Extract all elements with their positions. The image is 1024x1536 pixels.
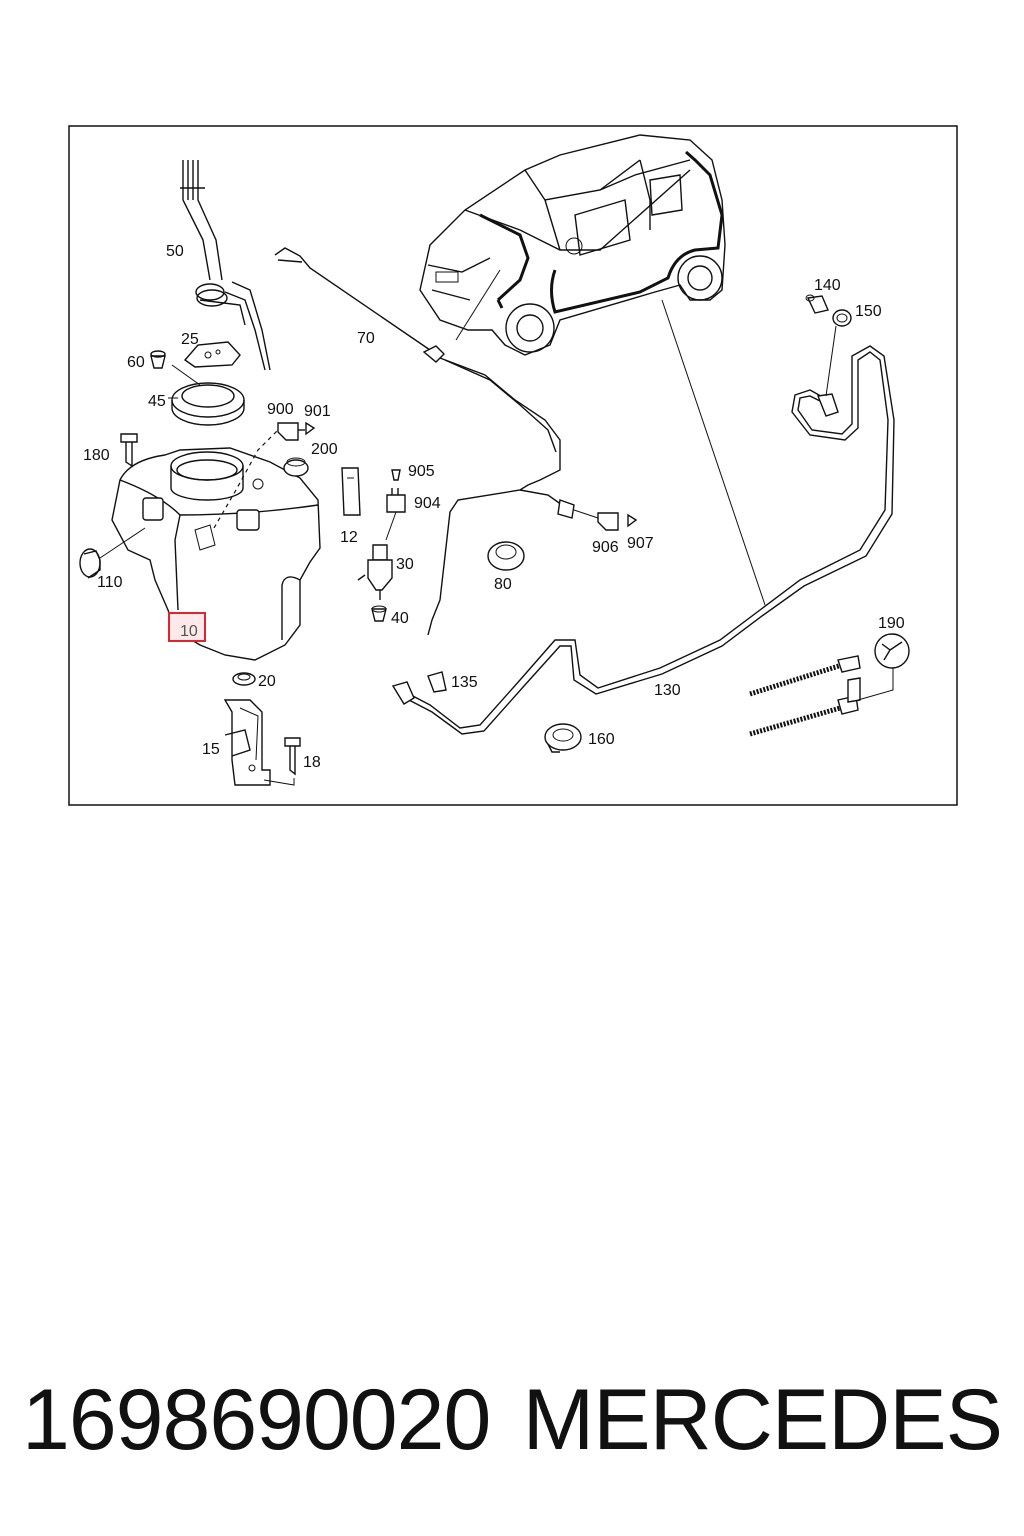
parts-diagram: 50 25 60 45 180 110 20 15 18 900 901 200…	[68, 125, 958, 806]
callout-200: 200	[311, 441, 338, 458]
bolt-18	[263, 737, 301, 786]
clip-160	[544, 723, 582, 753]
part-number: 1698690020	[22, 1372, 491, 1468]
highlighted-callout[interactable]: 10	[168, 612, 206, 642]
pin-905	[391, 469, 401, 481]
hose-190	[749, 655, 861, 737]
callout-30: 30	[396, 556, 414, 573]
callout-15: 15	[202, 741, 220, 758]
seal-strip-12	[341, 467, 361, 516]
caption-bar: 1698690020 MERCEDES	[0, 1370, 1024, 1470]
callout-25: 25	[181, 331, 199, 348]
connector-904	[386, 488, 406, 513]
wrench-icon	[857, 633, 910, 701]
callout-12: 12	[340, 529, 358, 546]
seal-20	[232, 672, 256, 686]
connector-140	[805, 294, 829, 314]
callout-901: 901	[304, 403, 331, 420]
connector-900	[277, 422, 305, 441]
clip-part-60	[150, 350, 166, 369]
hose-130	[408, 345, 895, 735]
callout-18: 18	[303, 754, 321, 771]
pin-907	[627, 513, 638, 528]
clip-150	[832, 309, 852, 327]
grommet-200	[283, 457, 309, 477]
brand-name: MERCEDES	[522, 1372, 1003, 1468]
washer-pump-30	[357, 544, 393, 600]
callout-160: 160	[588, 731, 615, 748]
diagram-frame	[68, 125, 958, 806]
callout-180: 180	[83, 447, 110, 464]
grommet-part	[171, 382, 245, 426]
callout-150: 150	[855, 303, 882, 320]
filler-neck-part	[180, 160, 271, 371]
connector-906	[597, 512, 619, 531]
grommet-80	[487, 541, 525, 571]
callout-labels: 50 25 60 45 180 110 20 15 18 900 901 200…	[83, 243, 905, 771]
callout-906: 906	[592, 539, 619, 556]
callout-70: 70	[357, 330, 375, 347]
bracket-15	[223, 699, 271, 786]
callout-130: 130	[654, 682, 681, 699]
plug-110	[79, 527, 146, 579]
callout-135: 135	[451, 674, 478, 691]
callout-140: 140	[814, 277, 841, 294]
callout-60: 60	[127, 354, 145, 371]
callout-907: 907	[627, 535, 654, 552]
callout-20: 20	[258, 673, 276, 690]
pin-901	[305, 421, 316, 436]
bolt-180	[120, 433, 138, 468]
car-illustration	[419, 134, 726, 356]
callout-900: 900	[267, 401, 294, 418]
callout-905: 905	[408, 463, 435, 480]
hose-70	[274, 247, 575, 636]
callout-40: 40	[391, 610, 409, 627]
callout-50: 50	[166, 243, 184, 260]
callout-45: 45	[148, 393, 166, 410]
seal-40	[371, 605, 387, 622]
callout-904: 904	[414, 495, 441, 512]
seal-plate-part	[183, 341, 241, 368]
connector-135	[391, 671, 447, 705]
callout-190: 190	[878, 615, 905, 632]
highlight-box	[168, 612, 206, 642]
callout-80: 80	[494, 576, 512, 593]
callout-110: 110	[97, 574, 123, 591]
callout-10: 10	[180, 623, 198, 640]
reservoir-tank	[111, 429, 321, 661]
